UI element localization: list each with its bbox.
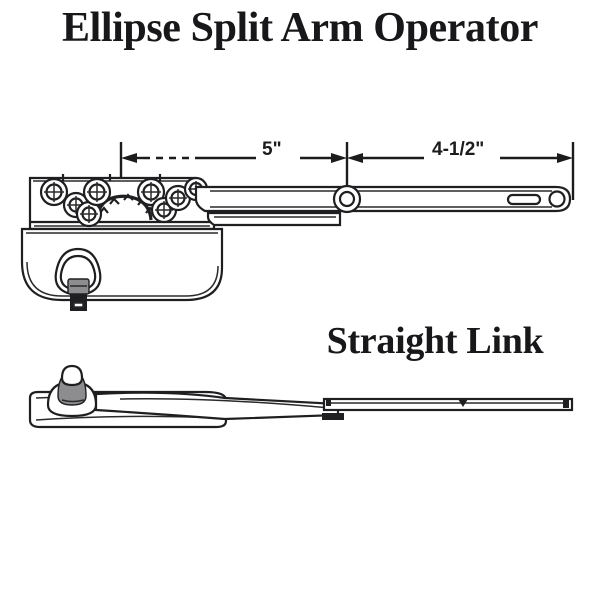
split-arm-lower — [206, 211, 342, 227]
rail-stop-middle — [458, 399, 468, 407]
dimension-line-4half-in — [347, 153, 573, 163]
split-arm-upper — [194, 185, 572, 213]
track-rail — [322, 397, 574, 420]
arrowhead-right-4half — [557, 153, 573, 163]
dimension-label-5in: 5" — [257, 140, 287, 159]
arm-tip-slot — [506, 193, 542, 206]
rail-link-joint — [322, 413, 344, 420]
straight-link-caption: Straight Link — [326, 320, 544, 362]
bolt-rivet — [39, 177, 69, 207]
rail-stop-left — [326, 399, 331, 406]
bolt-rivets-left — [39, 177, 112, 228]
rail-stop-right — [563, 399, 569, 408]
arrowhead-right-5in — [331, 153, 347, 163]
crank-spindle — [67, 278, 90, 311]
straight-link-assembly — [28, 364, 574, 429]
arm-tip-hole — [548, 190, 566, 208]
gear-segment — [95, 193, 155, 221]
dimension-line-5in — [121, 153, 347, 163]
dimension-label-4half-in: 4-1/2" — [427, 140, 490, 159]
bolt-rivet — [82, 177, 112, 207]
arrowhead-left-4half — [347, 153, 363, 163]
operator-housing — [20, 227, 224, 302]
dimension-group — [119, 142, 575, 200]
arm-pivot — [332, 184, 362, 214]
bolt-rivet — [136, 177, 166, 207]
page-title: Ellipse Split Arm Operator — [61, 5, 539, 51]
operator-assembly — [20, 174, 572, 311]
arrowhead-left-5in — [121, 153, 137, 163]
link-stud — [46, 364, 98, 418]
